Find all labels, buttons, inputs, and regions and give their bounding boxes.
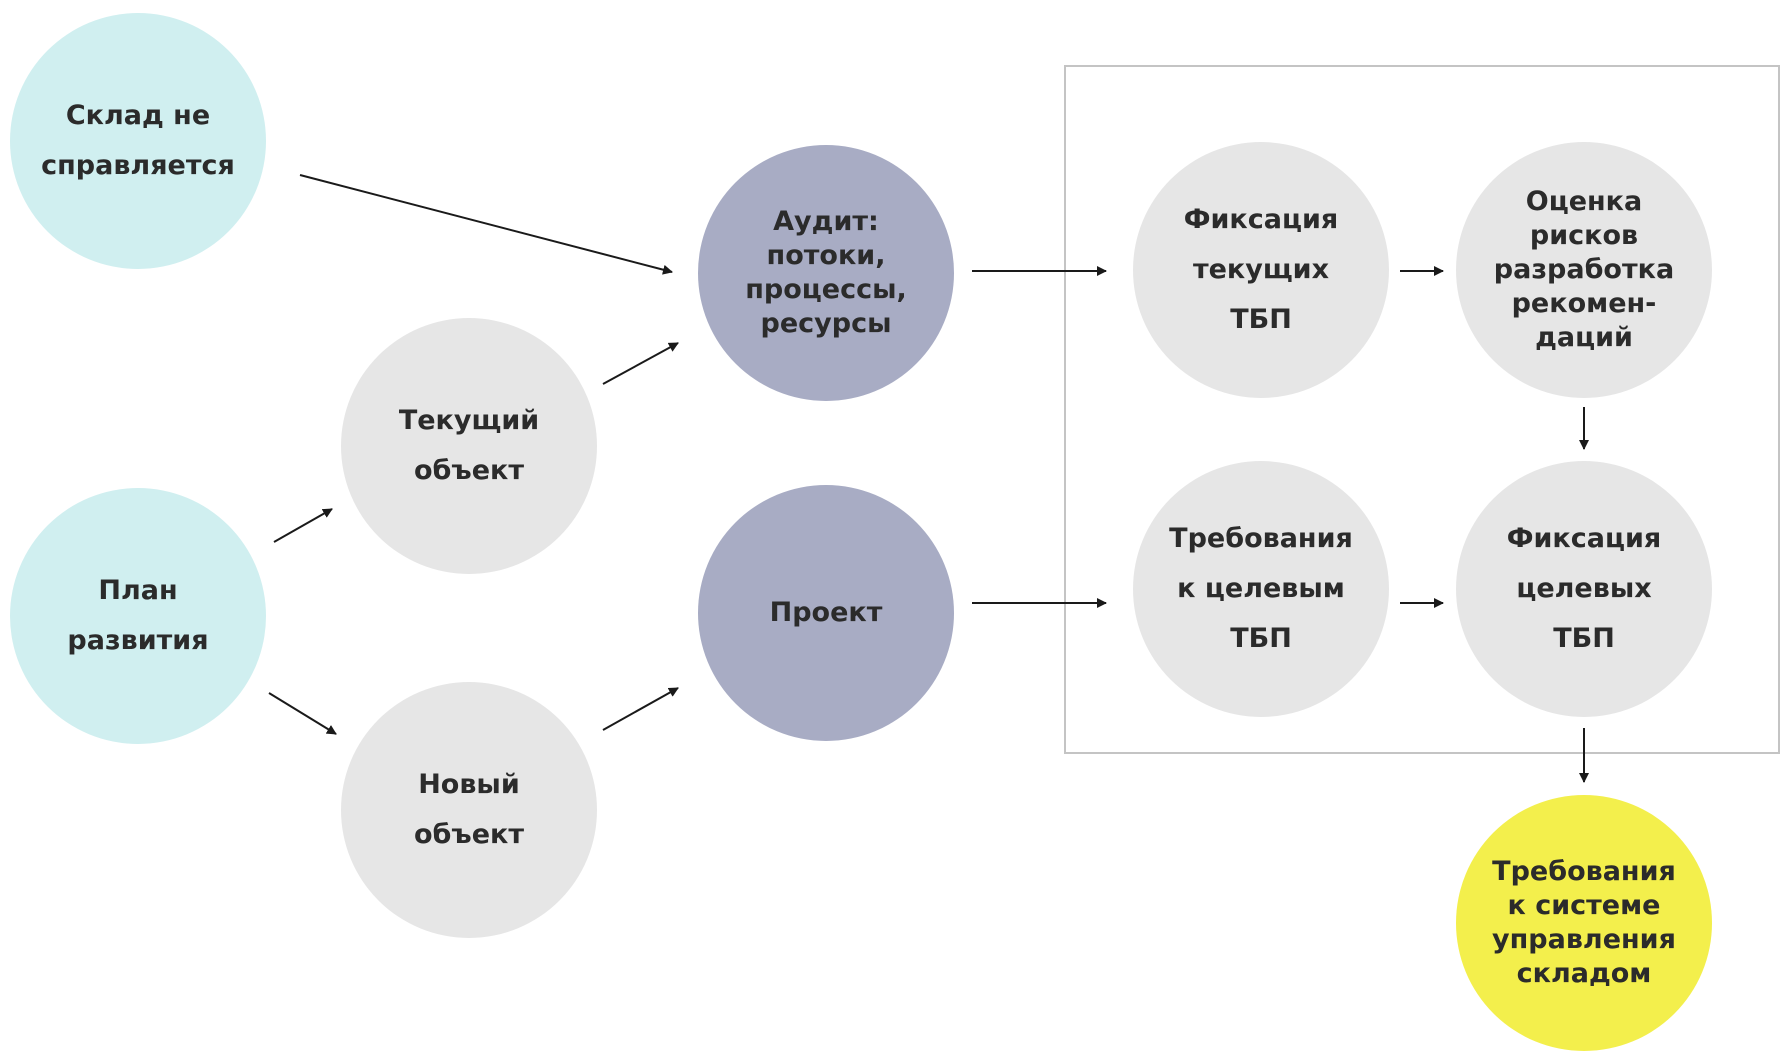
node-proekt: Проект [698, 485, 954, 741]
node-label-line: ТБП [1230, 304, 1292, 335]
node-label-line: даций [1535, 322, 1633, 353]
arrow-plan-to-novyy [268, 692, 337, 735]
node-trebovaniya-k-tselevym-tbp: Требования к целевым ТБП [1133, 461, 1389, 717]
analysis-group-frame [1064, 65, 1780, 754]
node-label-line: Текущий [398, 405, 540, 436]
node-label-line: ТБП [1230, 623, 1292, 654]
node-label-line: управления [1492, 924, 1676, 955]
node-label-line: складом [1516, 958, 1652, 989]
node-label-line: План [98, 575, 178, 606]
node-label-line: Склад не [65, 100, 211, 131]
node-label-line: Требования [1492, 856, 1676, 887]
node-label-line: Новый [418, 769, 520, 800]
arrow-novyy-to-proekt [602, 687, 679, 731]
node-label-line: Оценка [1525, 186, 1643, 217]
node-label-line: целевых [1516, 573, 1652, 604]
node-label-line: рекомен- [1511, 288, 1657, 319]
node-fiksatsiya-tselevykh-tbp: Фиксация целевых ТБП [1456, 461, 1712, 717]
node-otsenka-riskov: Оценка рисков разработка рекомен- даций [1456, 142, 1712, 398]
node-label-line: к целевым [1177, 573, 1345, 604]
node-label-line: разработка [1493, 254, 1675, 285]
node-trebovaniya-k-sisteme: Требования к системе управления складом [1456, 795, 1712, 1051]
node-label-line: Фиксация [1183, 204, 1339, 235]
node-audit: Аудит: потоки, процессы, ресурсы [698, 145, 954, 401]
arrow-tekushchiy-to-audit [602, 342, 679, 385]
node-label-line: развития [67, 625, 209, 656]
node-tekushchiy-obekt: Текущий объект [341, 318, 597, 574]
node-label-line: к системе [1507, 890, 1661, 921]
node-label-line: ресурсы [760, 308, 892, 339]
node-label-line: объект [414, 819, 524, 850]
node-label-line: рисков [1529, 220, 1639, 251]
node-label-line: объект [414, 455, 524, 486]
node-label-line: Требования [1169, 523, 1353, 554]
arrow-plan-to-tekushchiy [273, 508, 333, 543]
node-novyy-obekt: Новый объект [341, 682, 597, 938]
node-plan-razvitiya: План развития [10, 488, 266, 744]
node-label-line: процессы, [745, 274, 907, 305]
node-label-line: справляется [41, 150, 235, 181]
node-label-line: Аудит: [773, 206, 879, 237]
node-label-line: ТБП [1553, 623, 1615, 654]
node-label-line: Фиксация [1506, 523, 1662, 554]
arrow-sklad-to-audit [299, 174, 673, 275]
node-fiksatsiya-tekushchikh-tbp: Фиксация текущих ТБП [1133, 142, 1389, 398]
node-sklad-ne-spravlyaetsya: Склад не справляется [10, 13, 266, 269]
node-label-line: потоки, [766, 240, 886, 271]
node-label-line: Проект [769, 597, 883, 628]
node-label-line: текущих [1192, 254, 1330, 285]
